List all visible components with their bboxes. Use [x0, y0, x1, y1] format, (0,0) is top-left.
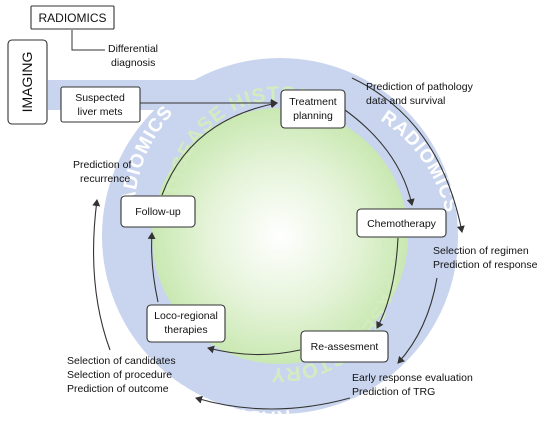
annotation-regimen-line-2: Prediction of response — [433, 259, 538, 271]
loco-regional-line-1: Loco-regional — [154, 310, 218, 322]
annotation-candidates-line-3: Prediction of outcome — [67, 383, 169, 395]
differential-line-1: Differential — [108, 43, 158, 55]
step-chemotherapy: Chemotherapy — [356, 208, 447, 238]
arrow-chemo-to-reassess — [376, 237, 399, 329]
arrow-loco-to-followup — [147, 232, 159, 303]
treatment-planning-line-1: Treatment — [289, 96, 337, 108]
suspected-line-1: Suspected — [75, 92, 125, 104]
step-loco-regional: Loco-regional therapies — [146, 304, 226, 343]
annotation-candidates-line-2: Selection of procedure — [67, 369, 172, 381]
reassessment-label: Re-assesment — [311, 341, 379, 353]
arrow-followup-to-planning — [161, 100, 278, 196]
imaging-box: IMAGING — [7, 39, 48, 125]
annotation-candidates-line-1: Selection of candidates — [67, 355, 176, 367]
annotation-pathology-line-2: data and survival — [366, 95, 445, 107]
annotation-pathology-line-1: Prediction of pathology — [366, 81, 474, 93]
loco-regional-line-2: therapies — [164, 324, 207, 336]
arrow-outer-left-up — [92, 199, 111, 351]
arrow-outer-right-bottom — [397, 277, 438, 364]
chemotherapy-label: Chemotherapy — [367, 218, 437, 230]
arrow-outer-bottom-left — [195, 395, 351, 410]
inner-circle — [152, 108, 408, 364]
differential-line-2: diagnosis — [111, 57, 155, 69]
arrow-reassess-to-loco — [207, 345, 301, 356]
radiomics-box-label: RADIOMICS — [38, 11, 106, 25]
treatment-planning-line-2: planning — [293, 110, 333, 122]
step-reassessment: Re-assesment — [300, 330, 389, 363]
step-follow-up: Follow-up — [120, 195, 196, 228]
follow-up-label: Follow-up — [135, 206, 181, 218]
suspected-line-2: liver mets — [78, 106, 123, 118]
annotation-recurrence-line-2: recurrence — [80, 173, 130, 185]
annotation-regimen-line-1: Selection of regimen — [433, 245, 529, 257]
step-treatment-planning: Treatment planning — [280, 89, 346, 129]
annotation-response-line-1: Early response evaluation — [352, 372, 473, 384]
radiomics-box: RADIOMICS — [30, 5, 115, 30]
connector-radiomics — [71, 30, 105, 51]
imaging-box-label: IMAGING — [19, 52, 35, 113]
annotation-response-line-2: Prediction of TRG — [352, 386, 435, 398]
arrow-outer-top-right — [351, 77, 465, 233]
suspected-box: Suspected liver mets — [60, 86, 141, 123]
arrow-planning-to-chemo — [344, 109, 415, 206]
annotation-recurrence-line-1: Prediction of — [73, 159, 131, 171]
